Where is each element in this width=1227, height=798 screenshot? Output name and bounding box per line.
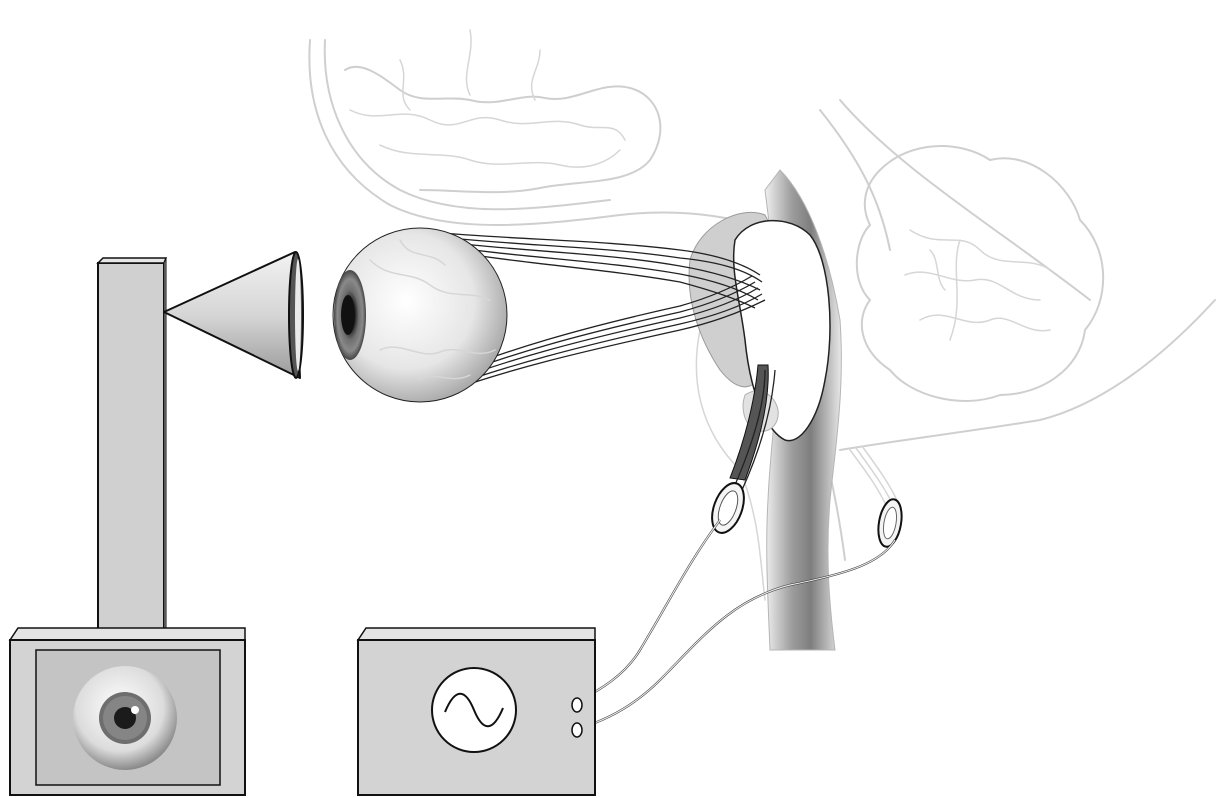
cerebellum [857,146,1103,401]
eyeball-icon [333,228,507,402]
stimulus-stand [98,258,166,633]
electrode-right [875,497,905,548]
electrode-wires [580,520,895,728]
light-cone [164,252,303,378]
input-jack-2 [572,723,582,737]
eye-stimulus-icon [73,666,177,770]
stimulus-monitor [10,628,245,795]
sine-wave-icon [432,668,516,752]
oscilloscope [358,628,595,795]
input-jack-1 [572,698,582,712]
